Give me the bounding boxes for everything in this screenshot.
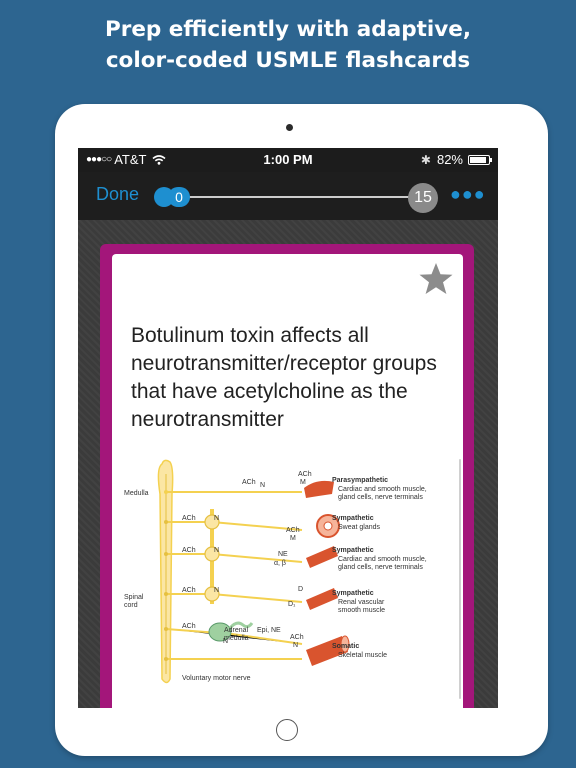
progress-start-count: 0 (168, 187, 190, 207)
progress-end-count: 15 (408, 183, 438, 213)
card-scrollbar[interactable] (459, 459, 461, 699)
status-bar: ●●●○○ AT&T 1:00 PM ✱ 82% (78, 148, 498, 172)
wifi-icon (152, 154, 166, 165)
label-voluntary-nerve: Voluntary motor nerve (182, 675, 251, 682)
label-parasympathetic-desc-1: Cardiac and smooth muscle, (338, 486, 427, 493)
label-n-sym3: N (214, 587, 219, 594)
carrier-label: AT&T (114, 152, 147, 167)
label-renal-2: smooth muscle (338, 607, 385, 614)
device-screen: ●●●○○ AT&T 1:00 PM ✱ 82% Done 0 15 ●●● B… (78, 148, 498, 708)
flashcard[interactable]: Botulinum toxin affects all neurotransmi… (112, 254, 463, 708)
done-button[interactable]: Done (96, 184, 140, 204)
star-icon[interactable] (418, 262, 454, 296)
battery-icon (468, 154, 492, 165)
label-alpha-beta: α, β (274, 560, 286, 567)
more-icon[interactable]: ●●● (450, 184, 486, 204)
bluetooth-icon: ✱ (420, 152, 431, 167)
label-adrenal: Adrenal (224, 627, 249, 634)
label-d1: D₁ (288, 601, 296, 608)
label-n-sym1: N (214, 515, 219, 522)
label-m-para: M (300, 479, 306, 486)
label-ach-para-post: ACh (298, 471, 312, 478)
label-n-adrenal: N (223, 638, 228, 645)
headline: Prep efficiently with adaptive, color-co… (0, 14, 576, 76)
label-ach-sym3: ACh (182, 587, 196, 594)
label-sympathetic-2: Sympathetic (332, 547, 374, 554)
label-ach-sym1: ACh (182, 515, 196, 522)
home-button[interactable] (276, 719, 298, 741)
label-sympathetic-2-desc-2: gland cells, nerve terminals (338, 564, 423, 571)
label-sympathetic-1: Sympathetic (332, 515, 374, 522)
label-ach-adrenal: ACh (182, 623, 196, 630)
label-parasympathetic-desc-2: gland cells, nerve terminals (338, 494, 423, 501)
battery-percent: 82% (436, 152, 463, 167)
label-n-para: N (260, 482, 265, 489)
signal-icon: ●●●○○ (86, 154, 112, 165)
label-parasympathetic: Parasympathetic (332, 477, 388, 484)
label-n-somatic: N (293, 642, 298, 649)
label-ach-sweat: ACh (286, 527, 300, 534)
headline-line-1: Prep efficiently with adaptive, (104, 17, 472, 42)
label-m-sweat: M (290, 535, 296, 542)
label-medulla: Medulla (124, 490, 149, 497)
label-n-sym2: N (214, 547, 219, 554)
progress-track[interactable] (164, 196, 426, 198)
label-skeletal-muscle: Skeletal muscle (338, 652, 387, 659)
status-time: 1:00 PM (263, 152, 313, 167)
label-d: D (298, 586, 303, 593)
label-ach-para-pre: ACh (242, 479, 256, 486)
label-adrenal-medulla: medulla (224, 635, 249, 642)
nav-bar: Done 0 15 ●●● (78, 172, 498, 220)
neurotransmitter-diagram: Medulla Spinal cord Voluntary motor nerv… (124, 459, 427, 684)
label-ne: NE (278, 551, 288, 558)
headline-line-2: color-coded USMLE flashcards (105, 48, 471, 73)
camera-dot (286, 124, 293, 131)
label-epi-ne: Epi, NE (257, 627, 281, 634)
label-cord: cord (124, 602, 138, 609)
label-ach-sym2: ACh (182, 547, 196, 554)
flashcard-question: Botulinum toxin affects all neurotransmi… (131, 324, 437, 431)
label-sweat-glands: Sweat glands (338, 524, 381, 531)
label-somatic: Somatic (332, 643, 359, 650)
label-renal-1: Renal vascular (338, 599, 385, 606)
label-spinal: Spinal (124, 594, 144, 601)
label-ach-somatic: ACh (290, 634, 304, 641)
label-sympathetic-2-desc-1: Cardiac and smooth muscle, (338, 556, 427, 563)
label-sympathetic-3: Sympathetic (332, 590, 374, 597)
